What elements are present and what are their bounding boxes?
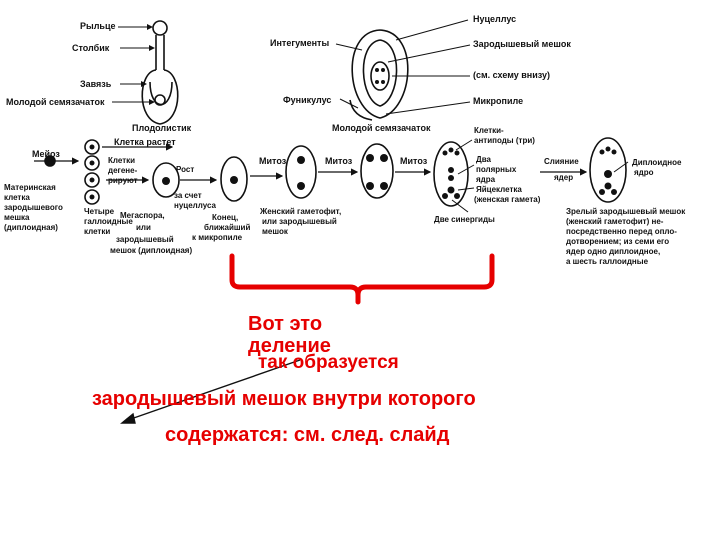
label-diploid-nucleus-1: Диплоидное: [632, 158, 682, 167]
stage-cells: [44, 137, 627, 207]
label-end-near-3: к микропиле: [192, 233, 243, 242]
pistil-leaders: [112, 24, 155, 105]
label-see-scheme: (см. схему внизу): [473, 70, 550, 80]
label-mature-sac-5: ядер одно диплоидное,: [566, 247, 660, 256]
label-mature-sac-2: (женский гаметофит) не-: [566, 217, 664, 226]
label-antipodal-2: антиподы (три): [474, 136, 535, 145]
label-carpel: Плодолистик: [132, 123, 192, 133]
label-mature-sac-3: посредственно перед опло-: [566, 227, 677, 236]
label-degenerating-3: рируют: [108, 176, 138, 185]
label-polar-nuclei-3: ядра: [476, 175, 496, 184]
label-egg-cell-2: (женская гамета): [474, 195, 541, 204]
annotation-line2: зародышевый мешок внутри которого: [92, 388, 476, 410]
stage-leaders: [451, 139, 629, 213]
label-integuments: Интегументы: [270, 38, 329, 48]
label-synergids: Две синергиды: [434, 215, 495, 224]
label-polar-nuclei-1: Два: [476, 155, 492, 164]
label-megaspore-4: мешок (диплоидная): [110, 246, 192, 255]
label-antipodal-1: Клетки-: [474, 126, 504, 135]
label-style: Столбик: [72, 43, 110, 53]
label-mother-cell-3: зародышевого: [4, 203, 63, 212]
pointer-arrow: [120, 359, 301, 424]
ovule-leaders: [335, 19, 471, 115]
stage-nuclei: [89, 144, 617, 200]
label-ovary: Завязь: [80, 79, 112, 89]
annotation-deletion: Вот это деление: [248, 313, 331, 357]
label-mature-sac-6: а шесть галлоидные: [566, 257, 649, 266]
label-nucellus: Нуцеллус: [473, 14, 516, 24]
label-mother-cell-1: Материнская: [4, 183, 56, 192]
label-female-gametophyte-1: Женский гаметофит,: [259, 207, 341, 216]
label-young-ovule-left: Молодой семязачаток: [6, 97, 105, 107]
label-growth-1: Рост: [176, 165, 194, 174]
label-growth-3: нуцеллуса: [174, 201, 217, 210]
label-female-gametophyte-2: или зародышевый: [262, 217, 337, 226]
label-mitosis-1: Митоз: [259, 156, 287, 166]
label-four-haploid-1: Четыре: [84, 207, 115, 216]
label-end-near-1: Конец,: [212, 213, 238, 222]
label-megaspore-1: Мегаспора,: [120, 211, 165, 220]
ovule-figure: [349, 29, 409, 121]
label-mitosis-3: Митоз: [400, 156, 428, 166]
label-female-gametophyte-3: мешок: [262, 227, 289, 236]
label-funiculus: Фуникулус: [283, 95, 331, 105]
red-brace: [229, 253, 495, 305]
label-mitosis-2: Митоз: [325, 156, 353, 166]
label-stigma: Рыльце: [80, 21, 115, 31]
label-young-ovule-right: Молодой семязачаток: [332, 123, 431, 133]
label-mother-cell-4: мешка: [4, 213, 30, 222]
label-cell-grows: Клетка растет: [114, 137, 176, 147]
label-mature-sac-1: Зрелый зародышевый мешок: [566, 207, 686, 216]
label-diploid-nucleus-2: ядро: [634, 168, 654, 177]
label-embryo-sac: Зародышевый мешок: [473, 39, 571, 49]
label-mature-sac-4: дотворением; из семи его: [566, 237, 669, 246]
label-meiosis: Мейоз: [32, 149, 60, 159]
label-four-haploid-3: клетки: [84, 227, 110, 236]
label-micropyle: Микропиле: [473, 96, 523, 106]
label-mother-cell-5: (диплоидная): [4, 223, 58, 232]
label-megaspore-2: или: [136, 223, 151, 232]
annotation-line3: содержатся: см. след. слайд: [165, 424, 450, 446]
label-egg-cell-1: Яйцеклетка: [476, 185, 522, 194]
stage-arrows: [34, 143, 588, 184]
label-fusion-1: Слияние: [544, 157, 579, 166]
label-end-near-2: ближайший: [204, 223, 250, 232]
annotation-forms: так образуется: [258, 352, 399, 373]
label-degenerating-2: дегене-: [108, 166, 138, 175]
label-degenerating-1: Клетки: [108, 156, 135, 165]
ovule-nuclei: [375, 68, 385, 84]
label-polar-nuclei-2: полярных: [476, 165, 517, 174]
label-four-haploid-2: галлоидные: [84, 217, 133, 226]
label-megaspore-3: зародышевый: [116, 235, 174, 244]
pistil-figure: [141, 20, 179, 125]
label-growth-2: за счет: [174, 191, 202, 200]
label-fusion-2: ядер: [554, 173, 573, 182]
label-mother-cell-2: клетка: [4, 193, 30, 202]
